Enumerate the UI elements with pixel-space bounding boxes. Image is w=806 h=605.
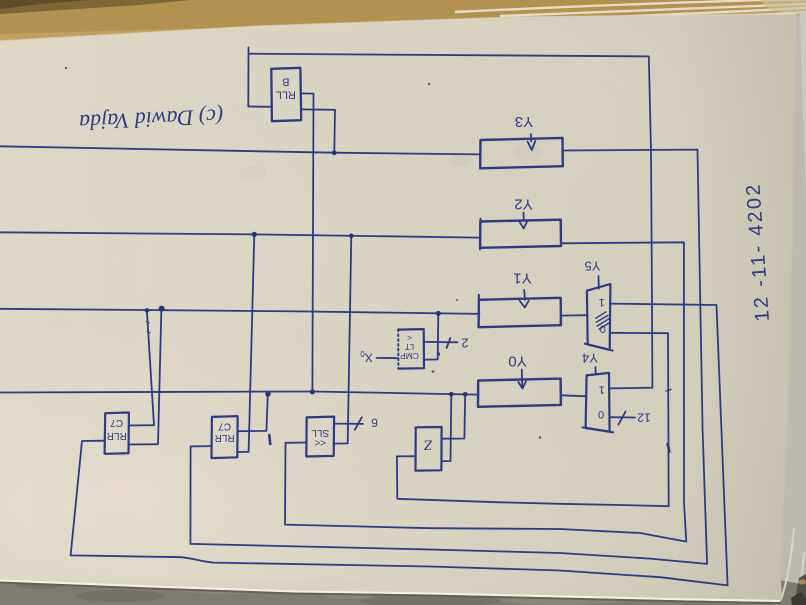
svg-text:Y1: Y1 <box>513 270 531 287</box>
svg-text:Y0: Y0 <box>508 353 526 370</box>
svg-text:SLL: SLL <box>311 427 329 438</box>
svg-text:2: 2 <box>461 336 468 351</box>
svg-text:LT: LT <box>405 342 414 352</box>
svg-text:Y2: Y2 <box>514 196 532 213</box>
svg-text:CMP: CMP <box>400 351 419 361</box>
svg-text:RLL: RLL <box>276 88 296 100</box>
svg-text:1: 1 <box>599 384 605 396</box>
svg-text:B: B <box>282 75 289 87</box>
svg-text:1: 1 <box>599 296 605 308</box>
svg-text:Y4: Y4 <box>582 351 598 366</box>
svg-text:RLR: RLR <box>215 432 235 443</box>
svg-text:12: 12 <box>637 411 651 425</box>
svg-text:C7: C7 <box>110 417 123 428</box>
svg-text:0: 0 <box>600 323 606 335</box>
svg-text:6: 6 <box>371 416 378 430</box>
svg-text:Y3: Y3 <box>515 113 533 130</box>
svg-text:0: 0 <box>598 408 604 420</box>
svg-text:Z: Z <box>423 437 432 453</box>
svg-text:Y5: Y5 <box>585 259 601 274</box>
svg-text:RLR: RLR <box>107 430 127 441</box>
svg-text:C7: C7 <box>218 421 231 432</box>
svg-text:<: < <box>407 333 412 343</box>
svg-text:<<: << <box>314 437 326 448</box>
